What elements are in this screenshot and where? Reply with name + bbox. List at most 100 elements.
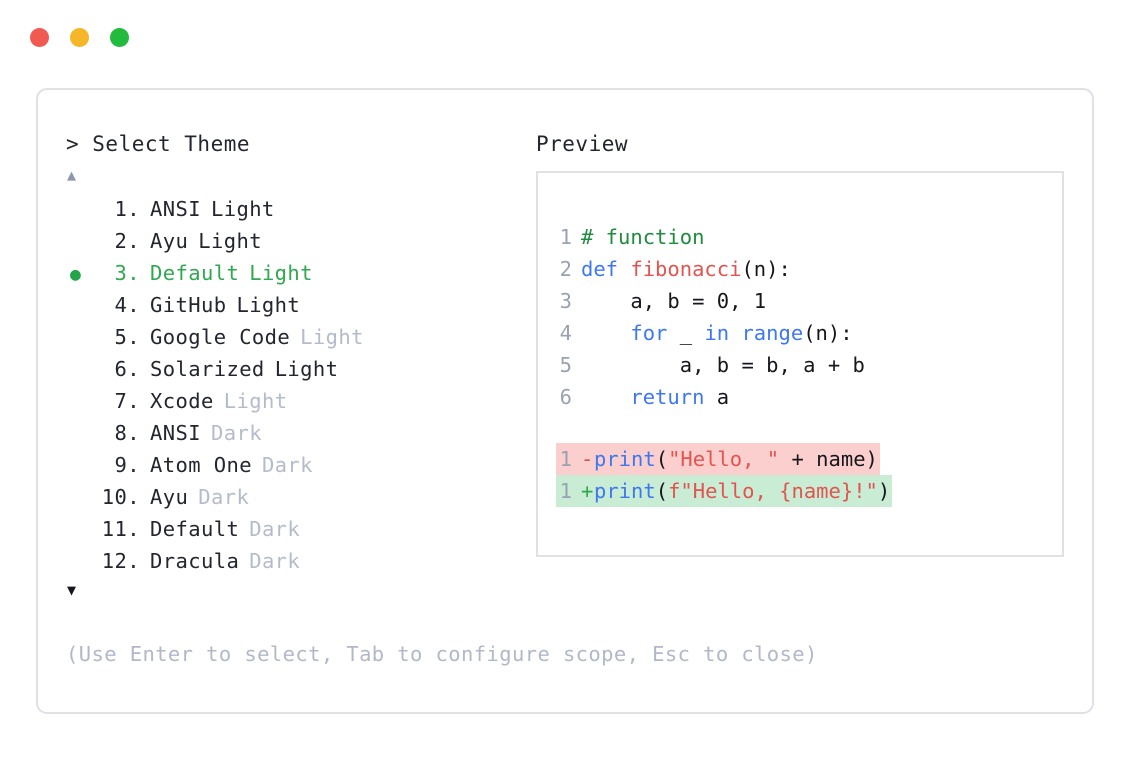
theme-item-index: 6.: [114, 357, 140, 381]
code-line-text: # function: [572, 221, 704, 253]
theme-list-item[interactable]: 12. Dracula Dark: [66, 545, 526, 577]
code-token: (: [655, 479, 669, 503]
theme-list-item[interactable]: 6. Solarized Light: [66, 353, 526, 385]
code-token: for: [630, 321, 680, 345]
line-number: 6: [559, 385, 572, 409]
code-line: 1 # function: [538, 221, 1062, 253]
diff-line-highlight: 1 +print(f"Hello, {name}!"): [556, 475, 893, 507]
code-token: fibonacci: [630, 257, 742, 281]
theme-item-index: 8.: [114, 421, 140, 445]
theme-item-name: Ayu: [150, 229, 189, 253]
theme-item-index: 9.: [114, 453, 140, 477]
theme-item-variant: Dark: [249, 517, 301, 541]
preview-label: Preview: [536, 132, 629, 156]
window-traffic-lights: [30, 28, 129, 47]
code-line-text: def fibonacci(n):: [572, 253, 791, 285]
theme-item-index: 5.: [114, 325, 140, 349]
theme-item-index: 3.: [114, 261, 140, 285]
theme-item-variant: Dark: [210, 421, 262, 445]
theme-item-name: Ayu: [150, 485, 189, 509]
code-token: a, b = b, a + b: [581, 353, 865, 377]
code-token: + name): [779, 447, 878, 471]
theme-item-variant: Dark: [261, 453, 313, 477]
code-line: 6 return a: [538, 381, 1062, 413]
theme-item-name: ANSI: [150, 197, 201, 221]
diff-line-text: print("Hello, " + name): [594, 443, 878, 475]
code-line-text: a, b = 0, 1: [572, 285, 766, 317]
diff-sign: +: [581, 479, 594, 503]
code-line: 5 a, b = b, a + b: [538, 349, 1062, 381]
zoom-window-button[interactable]: [110, 28, 129, 47]
code-token: "Hello, ": [668, 447, 780, 471]
theme-item-name: Default: [150, 261, 240, 285]
theme-item-variant: Light: [223, 389, 288, 413]
theme-item-variant: Light: [236, 293, 301, 317]
theme-list-item[interactable]: 9. Atom One Dark: [66, 449, 526, 481]
code-token: _: [679, 321, 705, 345]
code-token: # function: [581, 225, 705, 249]
minimize-window-button[interactable]: [70, 28, 89, 47]
code-token: [581, 321, 630, 345]
diff-lines: 1-print("Hello, " + name)1+print(f"Hello…: [538, 443, 1062, 507]
theme-list-item[interactable]: ● 3. Default Light: [66, 257, 526, 289]
code-line-text: for _ in range(n):: [572, 317, 853, 349]
code-token: (: [655, 447, 669, 471]
theme-item-index: 7.: [114, 389, 140, 413]
theme-item-name: Solarized: [150, 357, 265, 381]
code-token: ): [877, 479, 891, 503]
theme-list-item[interactable]: 5. Google Code Light: [66, 321, 526, 353]
code-token: in: [704, 321, 742, 345]
code-token: a, b = 0, 1: [581, 289, 767, 313]
theme-item-index: 2.: [114, 229, 140, 253]
theme-list-item[interactable]: 7. Xcode Light: [66, 385, 526, 417]
theme-item-name: Xcode: [150, 389, 214, 413]
code-line: 3 a, b = 0, 1: [538, 285, 1062, 317]
close-window-button[interactable]: [30, 28, 49, 47]
theme-item-name: Google Code: [150, 325, 291, 349]
theme-item-variant: Light: [300, 325, 364, 349]
line-number: 1: [559, 225, 572, 249]
code-token: print: [594, 479, 656, 503]
scroll-down-arrow-icon[interactable]: ▼: [67, 581, 77, 599]
code-line: 4 for _ in range(n):: [538, 317, 1062, 349]
line-number: 3: [559, 289, 572, 313]
line-number: 5: [559, 353, 572, 377]
theme-item-index: 12.: [101, 549, 140, 573]
code-token: (n):: [803, 321, 853, 345]
selected-bullet-icon: ●: [70, 264, 82, 285]
code-token: print: [594, 447, 656, 471]
code-token: range: [741, 321, 804, 345]
theme-item-variant: Dark: [249, 549, 301, 573]
theme-item-variant: Dark: [198, 485, 250, 509]
theme-item-variant: Light: [274, 357, 339, 381]
select-theme-prompt: > Select Theme: [66, 132, 251, 156]
code-token: [581, 385, 630, 409]
theme-item-name: Atom One: [150, 453, 252, 477]
code-line-text: a, b = b, a + b: [572, 349, 865, 381]
theme-item-variant: Light: [249, 261, 313, 285]
line-number: 1: [559, 479, 572, 503]
theme-item-variant: Light: [210, 197, 275, 221]
diff-line-highlight: 1-print("Hello, " + name): [556, 443, 880, 475]
code-token: f"Hello, {name}!": [668, 479, 878, 503]
theme-item-index: 11.: [101, 517, 140, 541]
theme-item-name: Default: [150, 517, 240, 541]
code-line-text: return a: [572, 381, 729, 413]
keyboard-hint-text: (Use Enter to select, Tab to configure s…: [66, 642, 818, 666]
theme-item-name: Dracula: [150, 549, 240, 573]
theme-list-item[interactable]: 11. Default Dark: [66, 513, 526, 545]
scroll-up-arrow-icon[interactable]: ▲: [67, 166, 77, 184]
line-number: 2: [559, 257, 572, 281]
